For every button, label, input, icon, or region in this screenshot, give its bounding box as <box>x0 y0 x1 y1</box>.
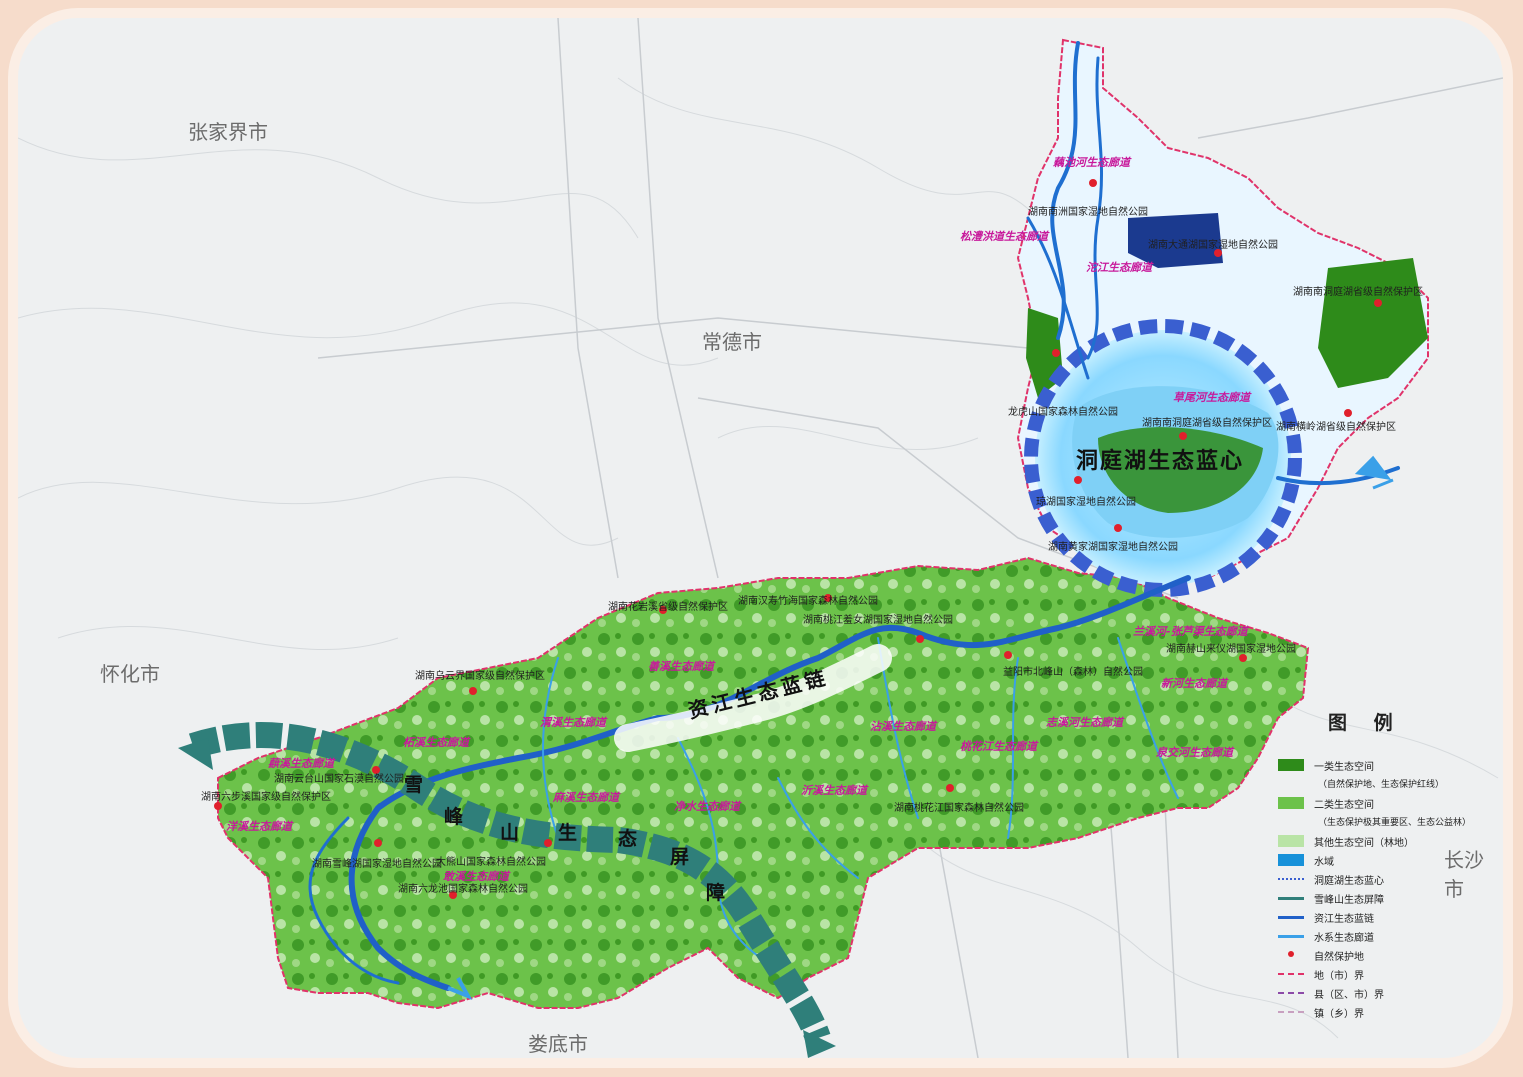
reserve-label: 大熊山国家森林自然公园 <box>436 857 546 868</box>
corridor-label: 藕池河生态廊道 <box>1053 156 1130 169</box>
reserve-label: 湖南大通湖国家湿地自然公园 <box>1148 240 1278 251</box>
barrier-char-6: 屏 <box>670 846 690 868</box>
reserve-label: 琼湖国家湿地自然公园 <box>1036 497 1136 508</box>
legend-label: 水系生态廊道 <box>1314 933 1374 944</box>
legend-label: 一类生态空间 <box>1314 762 1374 773</box>
river-outflow-arrow <box>447 977 473 1000</box>
city-label-changsha: 长沙市 <box>1444 848 1484 901</box>
barrier-char-3: 山 <box>500 822 520 844</box>
barrier-char-2: 峰 <box>444 806 464 828</box>
corridor-label: 净水生态廊道 <box>674 800 740 813</box>
legend-label: 雪峰山生态屏障 <box>1314 895 1384 906</box>
corridor-label: 沾溪生态廊道 <box>870 720 936 733</box>
legend-sublabel: （生态保护极其重要区、生态公益林） <box>1318 818 1472 828</box>
legend-swatch <box>1278 759 1304 771</box>
map-legend: 图 例 一类生态空间 （自然保护地、生态保护红线） 二类生态空间 （生态保护极其重要区… <box>1266 708 1486 1038</box>
barrier-char-4: 生 <box>558 822 578 844</box>
reserve-label: 益阳市北峰山（森林）自然公园 <box>1003 667 1143 678</box>
reserve-label: 湖南乌云界国家级自然保护区 <box>415 671 545 682</box>
map-graphics <box>18 18 1503 1058</box>
corridor-label: 善溪生态廊道 <box>648 660 714 673</box>
legend-swatch <box>1278 973 1304 975</box>
reserve-label: 龙虎山国家森林自然公园 <box>1008 407 1118 418</box>
legend-swatch <box>1278 897 1304 900</box>
reserve-label: 湖南桃江羞女湖国家湿地自然公园 <box>803 615 953 626</box>
barrier-arrow-south <box>803 1030 836 1058</box>
legend-label: 县（区、市）界 <box>1314 990 1384 1001</box>
legend-label: 洞庭湖生态蓝心 <box>1314 876 1384 887</box>
city-label-changde: 常德市 <box>702 330 762 354</box>
corridor-label: 柘溪生态廊道 <box>403 736 469 749</box>
corridor-label: 洋溪生态廊道 <box>226 820 292 833</box>
reserve-label: 湖南花岩溪省级自然保护区 <box>608 602 728 613</box>
city-label-zhangjiajie: 张家界市 <box>188 120 268 144</box>
barrier-char-1: 雪 <box>404 774 424 796</box>
legend-swatch <box>1278 835 1304 847</box>
reserve-label: 湖南六步溪国家级自然保护区 <box>201 792 331 803</box>
corridor-label: 蕻溪生态廊道 <box>268 757 334 770</box>
legend-swatch <box>1278 916 1304 919</box>
reserve-label: 湖南南洲国家湿地自然公园 <box>1028 207 1148 218</box>
corridor-label: 新河生态廊道 <box>1161 677 1227 690</box>
corridor-label: 泉交河生态廊道 <box>1156 746 1233 759</box>
map-frame: 张家界市 常德市 怀化市 娄底市 长沙市 洞庭湖生态蓝心 资江生态蓝链 雪 峰 … <box>8 8 1513 1068</box>
reserve-label: 湖南赫山来仪湖国家湿地公园 <box>1166 644 1296 655</box>
corridor-label: 渭溪生态廊道 <box>540 716 606 729</box>
lake-outflow-arrow <box>1354 455 1394 490</box>
corridor-label: 沱江生态廊道 <box>1086 261 1152 274</box>
barrier-char-5: 态 <box>618 828 638 850</box>
dongting-heart-label: 洞庭湖生态蓝心 <box>1076 449 1245 474</box>
legend-swatch <box>1278 935 1304 938</box>
legend-label: 其他生态空间（林地） <box>1314 838 1414 849</box>
legend-label: 地（市）界 <box>1314 971 1364 982</box>
reserve-markers <box>214 179 1382 899</box>
reserve-label: 湖南云台山国家石漠自然公园 <box>274 774 404 785</box>
legend-swatch <box>1278 854 1304 866</box>
corridor-label: 志溪河生态廊道 <box>1046 716 1123 729</box>
city-label-loudi: 娄底市 <box>528 1032 588 1056</box>
legend-label: 水域 <box>1314 857 1334 868</box>
corridor-label: 敢溪生态廊道 <box>443 870 509 883</box>
reserve-label: 湖南横岭湖省级自然保护区 <box>1276 422 1396 433</box>
lake-wetland <box>1098 427 1263 513</box>
reserve-label: 湖南南洞庭湖省级自然保护区 <box>1142 418 1272 429</box>
map-canvas: 张家界市 常德市 怀化市 娄底市 长沙市 洞庭湖生态蓝心 资江生态蓝链 雪 峰 … <box>18 18 1503 1058</box>
legend-label: 自然保护地 <box>1314 952 1364 963</box>
datong-lake <box>1128 213 1223 268</box>
reserve-label: 湖南汉寿竹海国家森林自然公园 <box>738 596 878 607</box>
legend-swatch <box>1278 1011 1304 1013</box>
legend-sublabel: （自然保护地、生态保护红线） <box>1318 780 1445 790</box>
corridor-label: 沂溪生态廊道 <box>801 784 867 797</box>
legend-swatch <box>1278 878 1304 880</box>
terrain-texture <box>18 77 1499 1039</box>
legend-label: 二类生态空间 <box>1314 800 1374 811</box>
city-label-huaihua: 怀化市 <box>100 662 160 686</box>
reserve-label: 湖南桃花江国家森林自然公园 <box>894 803 1024 814</box>
corridor-label: 松澧洪道生态廊道 <box>960 230 1048 243</box>
reserve-label: 湖南南洞庭湖省级自然保护区 <box>1293 287 1423 298</box>
legend-swatch <box>1288 951 1294 957</box>
reserve-label: 湖南黄家湖国家湿地自然公园 <box>1048 542 1178 553</box>
legend-swatch <box>1278 797 1304 809</box>
yiyang-region <box>217 556 1310 1010</box>
corridor-label: 麻溪生态廊道 <box>553 791 619 804</box>
barrier-arrow-west <box>178 738 213 770</box>
dongting-blue-heart-ring <box>1024 319 1302 597</box>
legend-swatch <box>1278 992 1304 994</box>
zijiang-chain-band <box>614 644 892 752</box>
legend-label: 资江生态蓝链 <box>1314 914 1374 925</box>
legend-title: 图 例 <box>1328 712 1403 734</box>
reserve-label: 湖南雪峰湖国家湿地自然公园 <box>312 859 442 870</box>
corridor-label: 桃花江生态廊道 <box>960 740 1037 753</box>
xuefeng-barrier-band <box>188 722 831 1043</box>
barrier-char-7: 障 <box>706 882 726 904</box>
reserve-block-east <box>1318 258 1428 388</box>
road-lines <box>317 18 1503 1058</box>
legend-label: 镇（乡）界 <box>1314 1009 1364 1020</box>
reserve-label: 湖南六龙池国家森林自然公园 <box>398 884 528 895</box>
corridor-label: 兰溪河-张芦渠生态廊道 <box>1133 625 1248 638</box>
corridor-label: 草尾河生态廊道 <box>1173 391 1250 404</box>
